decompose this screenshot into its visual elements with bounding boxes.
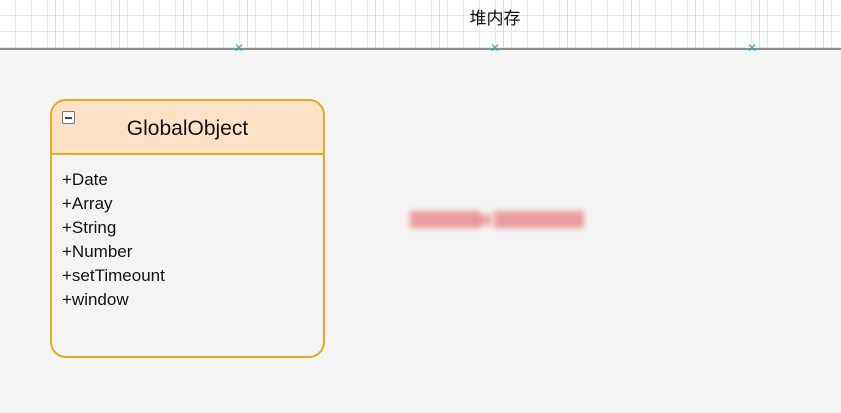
redacted-watermark	[410, 211, 584, 228]
uml-member: +Number	[62, 242, 133, 261]
swimlane-header[interactable]: 堆内存	[0, 0, 841, 49]
uml-member: +window	[62, 290, 129, 309]
uml-member: +setTimeount	[62, 266, 165, 285]
uml-class-header[interactable]: GlobalObject	[52, 101, 323, 155]
grid-major-lines	[0, 0, 841, 49]
uml-member: +String	[62, 218, 117, 237]
uml-class-members[interactable]: +Date +Array +String +Number +setTimeoun…	[52, 155, 323, 312]
uml-member: +Array	[62, 194, 113, 213]
swimlane-divider	[0, 48, 841, 50]
connection-point-x-icon[interactable]: ✕	[746, 41, 758, 55]
connection-point-x-icon[interactable]: ✕	[233, 41, 245, 55]
uml-member: +Date	[62, 170, 108, 189]
swimlane-title[interactable]: 堆内存	[469, 9, 521, 29]
uml-class-box[interactable]: GlobalObject +Date +Array +String +Numbe…	[50, 99, 325, 358]
connection-point-x-icon[interactable]: ✕	[489, 41, 501, 55]
collapse-minus-icon[interactable]	[62, 111, 75, 124]
uml-class-title: GlobalObject	[126, 117, 249, 140]
